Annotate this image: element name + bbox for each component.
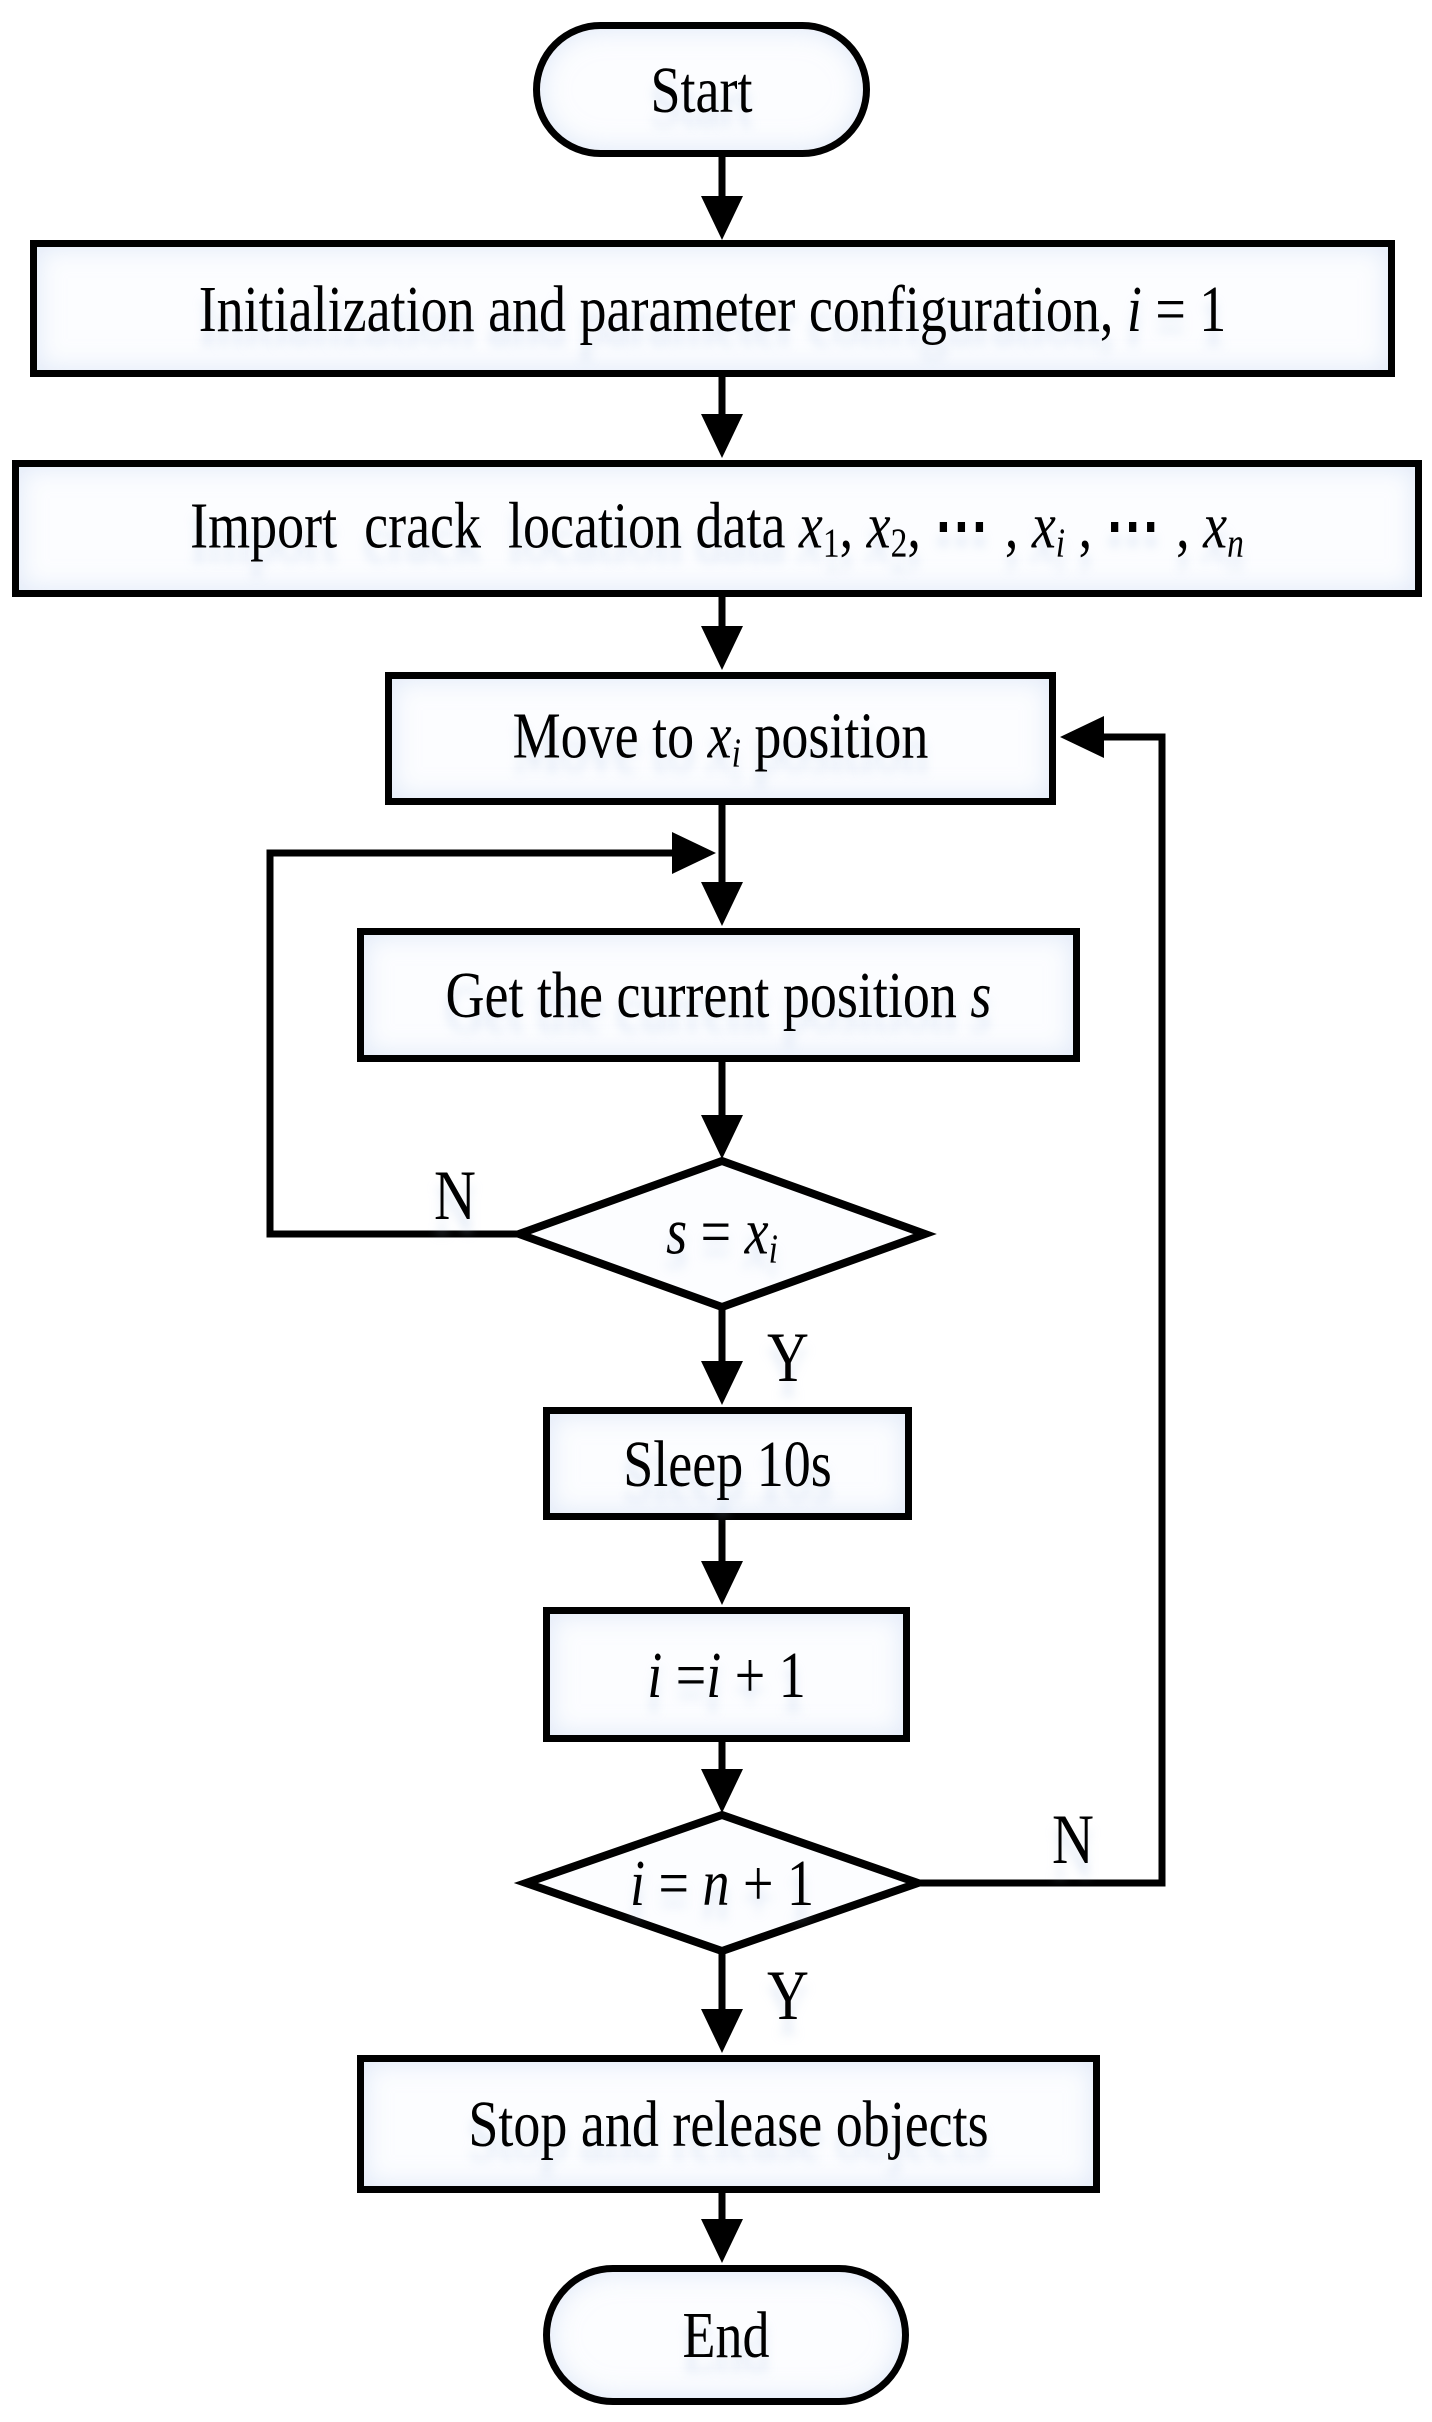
process-initialization: Initialization and parameter configurati… bbox=[30, 240, 1395, 377]
start-terminator: Start bbox=[533, 22, 870, 157]
arrowhead-move-get bbox=[701, 882, 743, 926]
arrowhead-loop-done-no bbox=[1060, 716, 1104, 758]
arrowhead-start-init bbox=[701, 196, 743, 240]
arrowhead-loop-position-no bbox=[672, 832, 716, 874]
get-current-position-label: Get the current position s bbox=[445, 958, 992, 1032]
arrowhead-init-import bbox=[701, 414, 743, 458]
initialization-label: Initialization and parameter configurati… bbox=[198, 271, 1227, 346]
arrowhead-checkposition-sleep bbox=[701, 1361, 743, 1405]
move-to-position-label: Move to xi position bbox=[512, 698, 929, 777]
decision-position-diamond bbox=[507, 1156, 937, 1312]
end-terminator: End bbox=[543, 2265, 909, 2405]
arrowhead-import-move bbox=[701, 626, 743, 670]
import-crack-data-label: Import crack location data x1, x2, ⋯ , x… bbox=[190, 488, 1244, 567]
process-get-current-position: Get the current position s bbox=[357, 928, 1080, 1062]
arrowhead-stop-end bbox=[701, 2219, 743, 2263]
process-move-to-position: Move to xi position bbox=[385, 672, 1056, 805]
process-import-crack-data: Import crack location data x1, x2, ⋯ , x… bbox=[12, 460, 1422, 597]
arrowhead-sleep-increment bbox=[701, 1561, 743, 1605]
edge-loop-position-no bbox=[266, 849, 674, 1238]
increment-label: i =i + 1 bbox=[647, 1637, 806, 1712]
decision-done-diamond bbox=[513, 1810, 931, 1956]
end-label: End bbox=[682, 2298, 770, 2372]
process-stop-release: Stop and release objects bbox=[357, 2055, 1100, 2193]
arrowhead-checkdone-stop bbox=[701, 2009, 743, 2053]
start-label: Start bbox=[650, 52, 753, 127]
process-sleep: Sleep 10s bbox=[543, 1407, 912, 1520]
arrowhead-increment-checkdone bbox=[701, 1769, 743, 1813]
sleep-label: Sleep 10s bbox=[623, 1426, 832, 1501]
edge-loop-done-no bbox=[918, 733, 1166, 1887]
stop-release-label: Stop and release objects bbox=[468, 2087, 989, 2161]
process-increment: i =i + 1 bbox=[543, 1607, 910, 1742]
arrowhead-get-checkposition bbox=[701, 1115, 743, 1159]
